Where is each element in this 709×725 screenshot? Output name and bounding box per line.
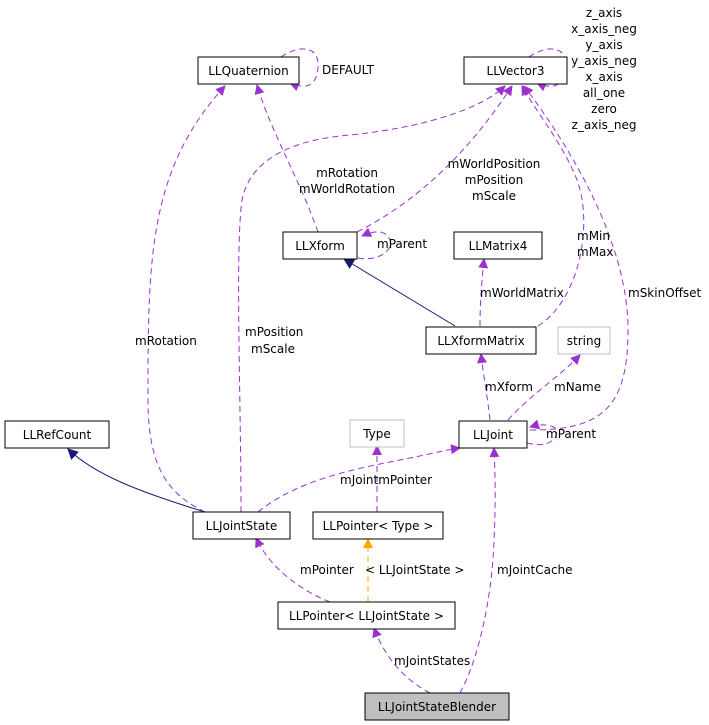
label-x-axis: x_axis — [585, 70, 622, 84]
node-lljointstateblender-label: LLJointStateBlender — [378, 700, 496, 714]
label-xform-rotation: mRotation mWorldRotation — [299, 166, 395, 196]
node-lljoint[interactable]: LLJoint — [458, 420, 528, 449]
label-minmax: mMin mMax — [577, 229, 614, 259]
label-mname: mName — [554, 380, 601, 394]
node-llmatrix4-label: LLMatrix4 — [469, 239, 528, 253]
label-mjointcache: mJointCache — [497, 563, 573, 577]
label-state-mposition: mPosition — [245, 325, 303, 339]
node-llrefcount-label: LLRefCount — [23, 428, 92, 442]
node-llpointer-lljointstate[interactable]: LLPointer< LLJointState > — [277, 601, 456, 630]
edge-blender-ptrstate — [372, 627, 431, 694]
label-mworldrotation: mWorldRotation — [299, 182, 395, 196]
label-mjointmpointer: mJointmPointer — [340, 473, 432, 487]
edge-quaternion-default — [280, 48, 319, 92]
label-mworldposition: mWorldPosition — [448, 157, 541, 171]
node-lljointstate[interactable]: LLJointState — [192, 511, 291, 540]
edge-blender-joint — [459, 447, 500, 694]
label-z-axis: z_axis — [586, 6, 622, 20]
label-state-mrotation: mRotation — [135, 334, 197, 348]
node-llpointer-lljointstate-label: LLPointer< LLJointState > — [289, 609, 444, 623]
label-default: DEFAULT — [322, 63, 375, 77]
edge-jointstate-joint — [257, 444, 461, 513]
label-state-mscale: mScale — [251, 342, 295, 356]
label-mmin: mMin — [577, 229, 610, 243]
edge-joint-xformmatrix — [477, 353, 491, 421]
edge-xformmatrix-xform — [343, 258, 456, 327]
label-vector3-constants: z_axis x_axis_neg y_axis y_axis_neg x_ax… — [571, 6, 637, 132]
label-all-one: all_one — [583, 86, 625, 100]
edge-xformmatrix-matrix4 — [478, 258, 489, 327]
label-x-axis-neg: x_axis_neg — [571, 22, 637, 36]
label-mposition-1: mPosition — [465, 173, 523, 187]
label-y-axis: y_axis — [585, 38, 622, 52]
node-llquaternion[interactable]: LLQuaternion — [197, 56, 300, 85]
node-lljointstateblender[interactable]: LLJointStateBlender — [364, 692, 510, 721]
node-type-label: Type — [362, 427, 391, 441]
label-z-axis-neg: z_axis_neg — [572, 118, 637, 132]
label-mmax: mMax — [577, 245, 614, 259]
edge-xform-vector3 — [356, 85, 513, 233]
edge-jointstate-refcount — [67, 448, 206, 513]
node-llvector3[interactable]: LLVector3 — [463, 56, 568, 85]
edge-joint-parent — [526, 419, 558, 446]
node-llmatrix4[interactable]: LLMatrix4 — [453, 231, 543, 260]
label-mxform: mXform — [485, 380, 533, 394]
label-xform-parent: mParent — [377, 237, 427, 251]
edge-xform-quaternion — [254, 84, 319, 233]
node-string-label: string — [567, 334, 601, 348]
edge-xform-parent — [357, 227, 392, 260]
node-lljoint-label: LLJoint — [473, 428, 513, 442]
label-joint-parent: mParent — [546, 427, 596, 441]
node-llxform-label: LLXform — [295, 239, 345, 253]
edge-jointstate-quaternion — [147, 85, 226, 513]
edge-ptrstate-jointstate — [255, 537, 331, 603]
node-llquaternion-label: LLQuaternion — [208, 64, 288, 78]
edge-xformmatrix-vector3 — [521, 85, 585, 327]
node-string[interactable]: string — [557, 326, 611, 355]
node-llpointer-type-label: LLPointer< Type > — [323, 519, 434, 533]
label-zero: zero — [591, 102, 617, 116]
label-state-position: mPosition mScale — [245, 325, 303, 356]
node-llxformmatrix-label: LLXformMatrix — [437, 334, 524, 348]
label-mjointstates: mJointStates — [394, 654, 470, 668]
label-mpointer: mPointer — [300, 563, 354, 577]
edge-joint-vector3 — [523, 85, 629, 431]
label-mscale-1: mScale — [472, 189, 516, 203]
node-llvector3-label: LLVector3 — [487, 64, 545, 78]
label-mworldmatrix: mWorldMatrix — [480, 286, 564, 300]
edge-jointstate-vector3 — [238, 85, 506, 513]
label-xform-position: mWorldPosition mPosition mScale — [448, 157, 541, 203]
node-type[interactable]: Type — [349, 419, 405, 448]
label-mskinoffset: mSkinOffset — [628, 286, 702, 300]
label-mrotation-1: mRotation — [316, 166, 378, 180]
node-llxformmatrix[interactable]: LLXformMatrix — [425, 326, 537, 355]
label-y-axis-neg: y_axis_neg — [571, 54, 637, 68]
node-llrefcount[interactable]: LLRefCount — [4, 420, 110, 449]
label-template-arg: < LLJointState > — [365, 563, 464, 577]
node-lljointstate-label: LLJointState — [206, 519, 278, 533]
node-llpointer-type[interactable]: LLPointer< Type > — [312, 511, 444, 540]
node-llxform[interactable]: LLXform — [282, 231, 358, 260]
